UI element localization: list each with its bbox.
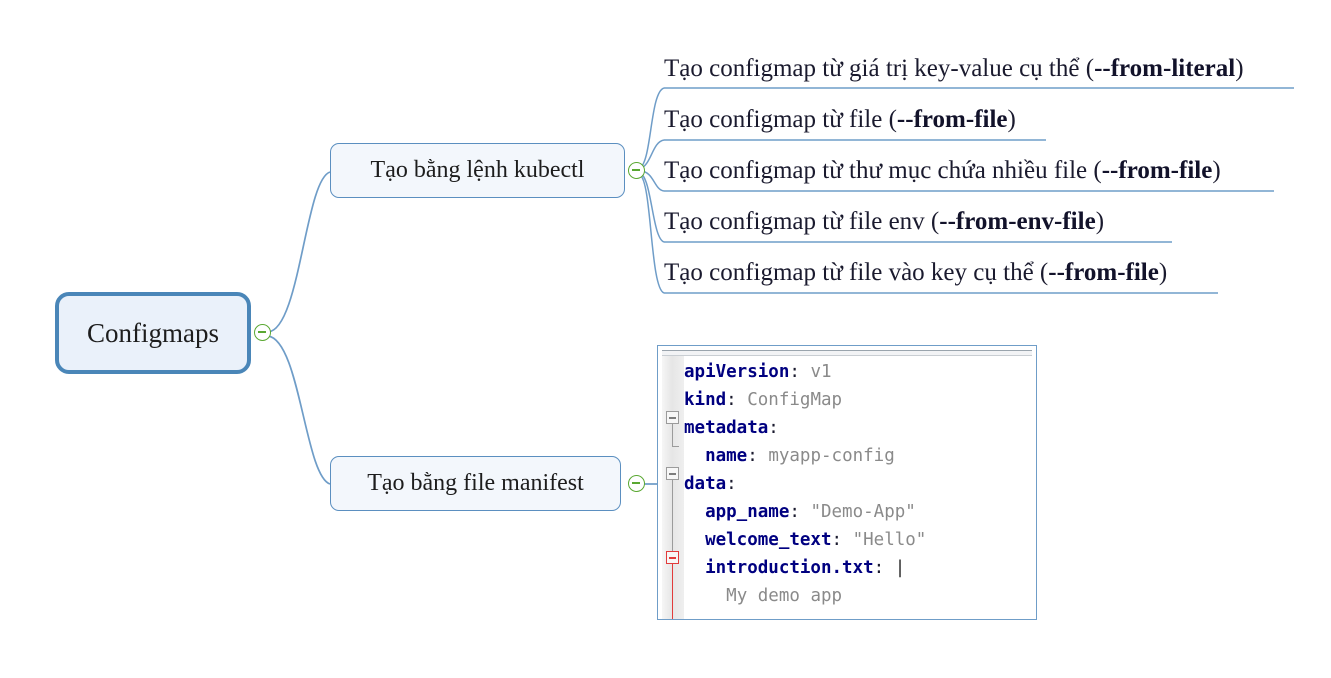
- code-line: kind: ConfigMap: [684, 390, 843, 410]
- yaml-key: kind: [684, 390, 727, 410]
- root-node-configmaps[interactable]: Configmaps: [55, 292, 251, 374]
- leaf-suffix: ): [1007, 106, 1016, 133]
- yaml-value: |: [894, 558, 906, 578]
- yaml-value: "Demo-App": [810, 502, 916, 522]
- yaml-value: "Hello": [852, 530, 927, 550]
- leaf-text: Tạo configmap từ giá trị key-value cụ th…: [664, 55, 1095, 82]
- code-line: data:: [684, 474, 737, 494]
- collapse-minus-icon-kubectl[interactable]: [628, 162, 645, 179]
- leaf-item-from-file[interactable]: Tạo configmap từ file (--from-file): [664, 106, 1016, 134]
- collapse-minus-icon-manifest[interactable]: [628, 475, 645, 492]
- code-line: welcome_text: "Hello": [705, 530, 927, 550]
- leaf-text: Tạo configmap từ file env (: [664, 208, 940, 235]
- yaml-key: data: [684, 474, 727, 494]
- leaf-flag: --from-file: [1048, 259, 1159, 286]
- leaf-text: Tạo configmap từ thư mục chứa nhiều file…: [664, 157, 1102, 184]
- yaml-key: welcome_text: [705, 530, 832, 550]
- code-line: app_name: "Demo-App": [705, 502, 916, 522]
- leaf-item-from-env-file[interactable]: Tạo configmap từ file env (--from-env-fi…: [664, 208, 1104, 236]
- leaf-item-from-file-directory[interactable]: Tạo configmap từ thư mục chứa nhiều file…: [664, 157, 1221, 185]
- leaf-flag: --from-file: [1101, 157, 1213, 184]
- leaf-flag: --from-file: [896, 106, 1008, 133]
- fold-foot-metadata: [671, 446, 679, 448]
- branch-node-manifest[interactable]: Tạo bằng file manifest: [330, 456, 621, 511]
- code-line: name: myapp-config: [705, 446, 895, 466]
- codebox-text: apiVersion: v1 kind: ConfigMap metadata:…: [684, 356, 1036, 619]
- fold-line-data: [671, 480, 674, 555]
- yaml-key: app_name: [705, 502, 790, 522]
- code-line: apiVersion: v1: [684, 362, 832, 382]
- leaf-text: Tạo configmap từ file vào key cụ thể (: [664, 259, 1049, 286]
- leaf-item-from-literal[interactable]: Tạo configmap từ giá trị key-value cụ th…: [664, 55, 1244, 83]
- leaf-item-from-file-key[interactable]: Tạo configmap từ file vào key cụ thể (--…: [664, 259, 1167, 287]
- yaml-key: apiVersion: [684, 362, 790, 382]
- code-line: My demo app: [684, 582, 1036, 610]
- yaml-key: introduction.txt: [705, 558, 874, 578]
- codebox-scrollbar[interactable]: [662, 350, 1032, 356]
- leaf-suffix: ): [1095, 208, 1105, 235]
- branch-node-manifest-label: Tạo bằng file manifest: [367, 470, 584, 496]
- fold-minus-icon-introduction[interactable]: [666, 551, 679, 564]
- fold-minus-icon-metadata[interactable]: [666, 411, 679, 424]
- yaml-value: myapp-config: [768, 446, 895, 466]
- fold-line-introduction: [671, 564, 674, 619]
- leaf-text: Tạo configmap từ file (: [664, 106, 897, 133]
- code-line: metadata:: [684, 418, 779, 438]
- leaf-suffix: ): [1158, 259, 1168, 286]
- fold-minus-icon-data[interactable]: [666, 467, 679, 480]
- fold-line-metadata: [671, 424, 674, 446]
- yaml-manifest-codebox[interactable]: apiVersion: v1 kind: ConfigMap metadata:…: [657, 345, 1037, 620]
- leaf-suffix: ): [1235, 55, 1244, 82]
- collapse-minus-icon-root[interactable]: [254, 324, 271, 341]
- branch-node-kubectl-label: Tạo bằng lệnh kubectl: [370, 157, 585, 183]
- yaml-value: v1: [810, 362, 832, 382]
- branch-node-kubectl[interactable]: Tạo bằng lệnh kubectl: [330, 143, 625, 198]
- yaml-key: metadata: [684, 418, 769, 438]
- root-node-label: Configmaps: [87, 317, 219, 348]
- leaf-flag: --from-literal: [1094, 55, 1236, 82]
- leaf-suffix: ): [1212, 157, 1221, 184]
- leaf-flag: --from-env-file: [939, 208, 1096, 235]
- yaml-value: ConfigMap: [747, 390, 843, 410]
- yaml-value: My demo app: [726, 586, 843, 606]
- yaml-key: name: [705, 446, 748, 466]
- code-line: introduction.txt: |: [705, 558, 906, 578]
